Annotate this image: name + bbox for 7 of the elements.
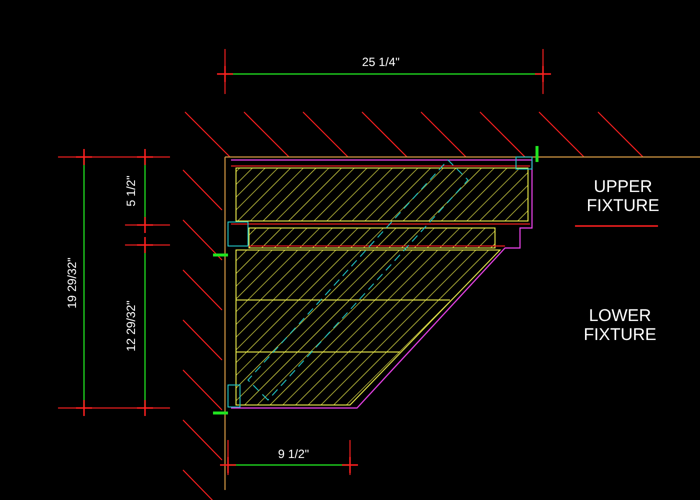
dimension-text: 12 29/32" bbox=[125, 300, 137, 352]
dimension-text: 25 1/4" bbox=[362, 56, 400, 68]
part-label: LOWER FIXTURE bbox=[582, 306, 658, 344]
part-label: UPPER FIXTURE bbox=[586, 177, 660, 215]
dimension-text: 19 29/32" bbox=[66, 258, 78, 308]
dimension-text: 5 1/2" bbox=[125, 176, 137, 206]
dimension-text: 9 1/2" bbox=[278, 448, 309, 460]
